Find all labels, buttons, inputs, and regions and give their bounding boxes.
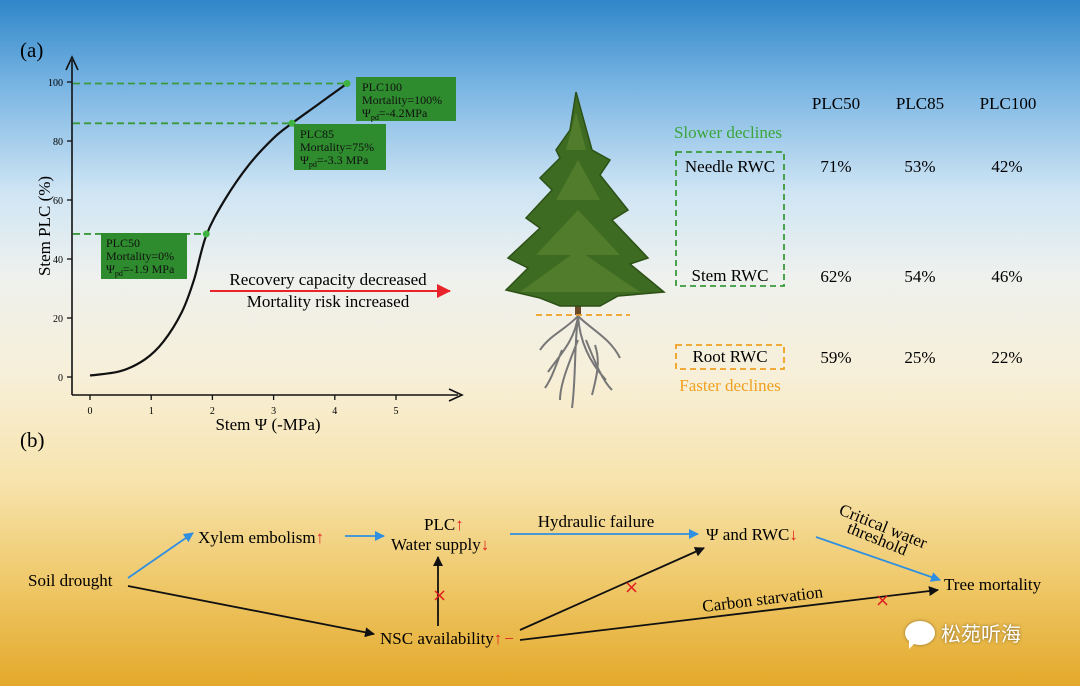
cross-mark-nsc-water: × — [432, 585, 447, 606]
panel-a-label: (a) — [20, 38, 43, 62]
x-tick-label: 5 — [394, 406, 399, 417]
y-tick-label: 80 — [53, 137, 63, 148]
point-plc85 — [288, 119, 296, 127]
node-soil-drought: Soil drought — [28, 571, 113, 590]
arrow-soil-to-xylem — [127, 532, 194, 579]
plc100-box-bg — [356, 77, 456, 121]
node-xylem-embolism: Xylem embolism↑ — [198, 528, 324, 547]
plc100-psi: Ψpd=-4.2MPa — [362, 106, 428, 122]
plc50-psi: Ψpd=-1.9 MPa — [106, 262, 175, 278]
plc85-name: PLC85 — [300, 127, 334, 141]
stem-rwc-label: Stem RWC — [692, 266, 769, 285]
arrow-text-bottom: Mortality risk increased — [247, 292, 410, 311]
y-tick-label: 0 — [58, 373, 63, 384]
stem-plc50-value: 62% — [820, 267, 851, 286]
axis-ticks: 0 1 2 3 4 5 0 20 40 60 80 100 — [48, 78, 399, 417]
arrow-critical-threshold — [815, 536, 941, 582]
plc100-mortality: Mortality=100% — [362, 93, 442, 107]
node-tree-mortality: Tree mortality — [944, 575, 1042, 594]
x-tick-label: 1 — [149, 406, 154, 417]
needle-plc100-value: 42% — [991, 157, 1022, 176]
x-axis-arrowhead — [448, 388, 464, 402]
slower-declines-box — [675, 151, 785, 287]
y-tick-label: 60 — [53, 196, 63, 207]
x-tick-label: 0 — [88, 406, 93, 417]
cross-mark-carbon: × — [875, 590, 890, 611]
plc50-mortality: Mortality=0% — [106, 249, 174, 263]
plc85-mortality: Mortality=75% — [300, 140, 374, 154]
stem-plc85-value: 54% — [904, 267, 935, 286]
point-plc100 — [343, 79, 351, 87]
x-axis-label: Stem Ψ (-MPa) — [215, 415, 320, 434]
mechanism-diagram: Soil drought Xylem embolism↑ PLC↑ Water … — [28, 500, 1042, 648]
watermark-text: 松苑听海 — [941, 622, 1021, 646]
plc100-box: PLC100 Mortality=100% Ψpd=-4.2MPa — [356, 77, 456, 122]
tree-roots — [539, 315, 621, 409]
edge-hydraulic-failure: Hydraulic failure — [538, 512, 655, 531]
plc85-box-bg — [294, 124, 386, 170]
cross-mark-nsc-psi: × — [624, 577, 639, 598]
node-psi-rwc: Ψ and RWC↓ — [706, 525, 798, 544]
root-plc85-value: 25% — [904, 348, 935, 367]
threshold-points — [202, 79, 351, 238]
arrow-text-top: Recovery capacity decreased — [229, 270, 427, 289]
root-plc100-value: 22% — [991, 348, 1022, 367]
arrow-nsc-to-psi — [519, 547, 705, 631]
plc-chart-axes — [65, 55, 464, 402]
plc50-name: PLC50 — [106, 236, 140, 250]
plc85-box: PLC85 Mortality=75% Ψpd=-3.3 MPa — [294, 124, 386, 170]
plc50-box-bg — [101, 233, 187, 279]
tree-illustration — [504, 91, 666, 409]
rwc-table: PLC50 PLC85 PLC100 Slower declines Needl… — [674, 94, 1036, 395]
y-tick-label: 20 — [53, 314, 63, 325]
slower-declines-label: Slower declines — [674, 123, 782, 142]
x-tick-label: 4 — [332, 406, 337, 417]
root-plc50-value: 59% — [820, 348, 851, 367]
node-nsc-availability: NSC availability↑− — [380, 629, 514, 648]
header-plc100: PLC100 — [980, 94, 1037, 113]
arrow-soil-to-nsc — [127, 585, 375, 638]
faster-declines-box — [675, 344, 785, 370]
x-tick-label: 3 — [271, 406, 276, 417]
watermark: 松苑听海 — [905, 618, 1021, 649]
needle-plc85-value: 53% — [904, 157, 935, 176]
point-plc50 — [202, 230, 210, 238]
y-axis-arrowhead — [65, 55, 79, 71]
root-rwc-label: Root RWC — [692, 347, 767, 366]
stem-plc100-value: 46% — [991, 267, 1022, 286]
needle-plc50-value: 71% — [820, 157, 851, 176]
y-tick-label: 40 — [53, 255, 63, 266]
x-tick-label: 2 — [210, 406, 215, 417]
y-axis-label: Stem PLC (%) — [35, 176, 54, 276]
arrow-carbon-starvation — [519, 586, 939, 641]
header-plc85: PLC85 — [896, 94, 944, 113]
plc50-box: PLC50 Mortality=0% Ψpd=-1.9 MPa — [101, 233, 187, 279]
plc100-name: PLC100 — [362, 80, 402, 94]
node-water-supply: Water supply↓ — [391, 535, 489, 554]
needle-rwc-label: Needle RWC — [685, 157, 775, 176]
header-plc50: PLC50 — [812, 94, 860, 113]
node-plc: PLC↑ — [424, 515, 464, 534]
wechat-icon — [905, 620, 935, 649]
panel-b-label: (b) — [20, 428, 45, 452]
faster-declines-label: Faster declines — [679, 376, 781, 395]
tree-foliage-highlight — [520, 112, 640, 292]
plc85-psi: Ψpd=-3.3 MPa — [300, 153, 369, 169]
y-tick-label: 100 — [48, 78, 63, 89]
